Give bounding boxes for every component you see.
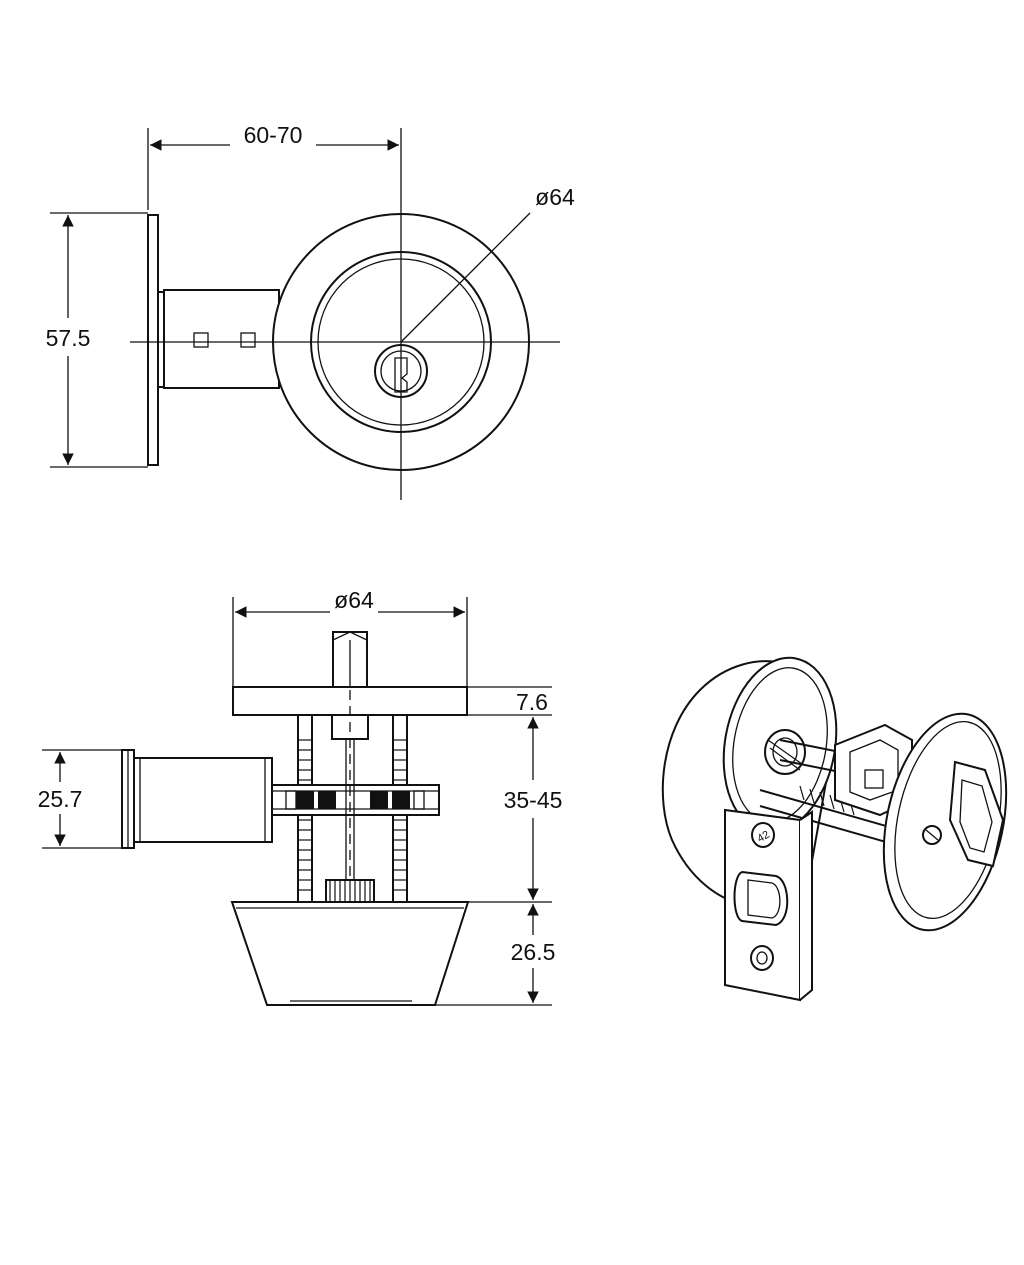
isometric-view: 42 [661,656,1008,1002]
latch-plate-screw-hole [750,945,774,971]
housing-slot [318,791,336,809]
latch-plate-screw-hole [751,822,775,848]
screw-slot [925,829,939,841]
side-view: ø64 7.6 [38,587,563,1006]
housing-slot [370,791,388,809]
spindle-tip [332,631,368,641]
front-view-square-marker [193,332,209,348]
front-view-height-label: 57.5 [46,325,91,351]
side-view-housing-depth-label: 26.5 [511,939,556,965]
side-view-knurled-collar [325,879,375,903]
side-view-cylinder-housing [230,901,470,1006]
front-view-plate [147,214,159,466]
front-view-width-label: 60-70 [244,122,303,148]
side-view-door-thickness-label: 35-45 [504,787,563,813]
housing-slot [296,791,314,809]
front-view-diameter-leader [400,212,531,343]
front-view: ø64 60-70 57.5 [46,122,575,500]
housing-slot [413,790,425,810]
latch-plate-screw-hole-inner [756,951,768,965]
housing-slot [392,791,410,809]
iso-thumbturn [948,760,1005,868]
side-view-diameter-label: ø64 [334,587,374,613]
side-view-rose-thickness-label: 7.6 [516,689,548,715]
front-view-bolt-body [163,289,280,389]
iso-screw-rod [759,789,901,831]
front-view-square-marker [240,332,256,348]
iso-bracket-window [864,769,884,789]
iso-screw-rod [759,805,901,847]
iso-thumbturn-face [959,779,993,853]
iso-latch-plate-edge [799,810,813,1001]
keyhole-icon [394,357,408,393]
front-view-diameter-label: ø64 [535,184,575,210]
iso-bolt-face [747,879,781,919]
side-view-latch-bolt [133,757,273,843]
iso-knurled-cylinder [764,729,806,775]
iso-latch-plate-mark: 42 [755,829,772,846]
side-view-cylinder-label: 25.7 [38,786,83,812]
